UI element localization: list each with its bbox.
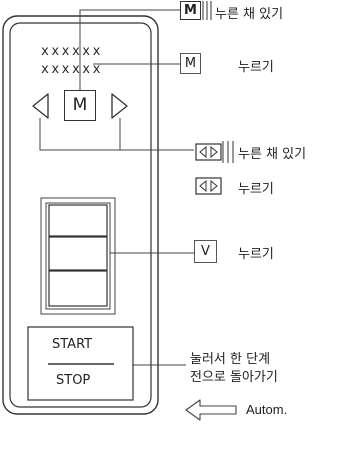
leader-m-hold (79, 9, 180, 90)
v-key-3 (48, 270, 108, 307)
m-press-text: 누르기 (238, 60, 274, 75)
m-hold-text: 누른 채 있기 (215, 7, 284, 22)
v-key-2 (48, 236, 108, 271)
stop-label: STOP (56, 373, 91, 388)
v-key-frame (40, 197, 116, 315)
v-key-icon: V (194, 240, 217, 263)
m-key[interactable]: M (64, 90, 96, 121)
arrow-pair-hold-icon (195, 143, 222, 161)
display-row-2: xxxxxx (41, 62, 103, 77)
startstop-text-line2: 전으로 돌아가기 (190, 370, 278, 385)
startstop-text-line1: 눌러서 한 단계 (190, 352, 271, 367)
m-press-key-icon: M (180, 53, 201, 74)
v-key-1 (48, 204, 108, 237)
display-row-1: xxxxxx (41, 44, 103, 59)
leader-arrows (39, 118, 194, 151)
left-arrow-key (32, 93, 49, 119)
right-arrow-key (111, 93, 128, 119)
v-key-frame-inner (45, 202, 111, 310)
start-label: START (52, 337, 93, 352)
autom-arrow-icon (185, 399, 237, 421)
arrows-hold-text: 누른 채 있기 (238, 147, 307, 162)
arrows-press-text: 누르기 (238, 182, 274, 197)
v-press-text: 누르기 (238, 247, 274, 262)
startstop-divider (48, 363, 114, 365)
arrow-pair-press-icon (195, 177, 222, 195)
m-hold-key-icon: M (180, 1, 201, 20)
autom-label: Autom. (246, 402, 288, 417)
